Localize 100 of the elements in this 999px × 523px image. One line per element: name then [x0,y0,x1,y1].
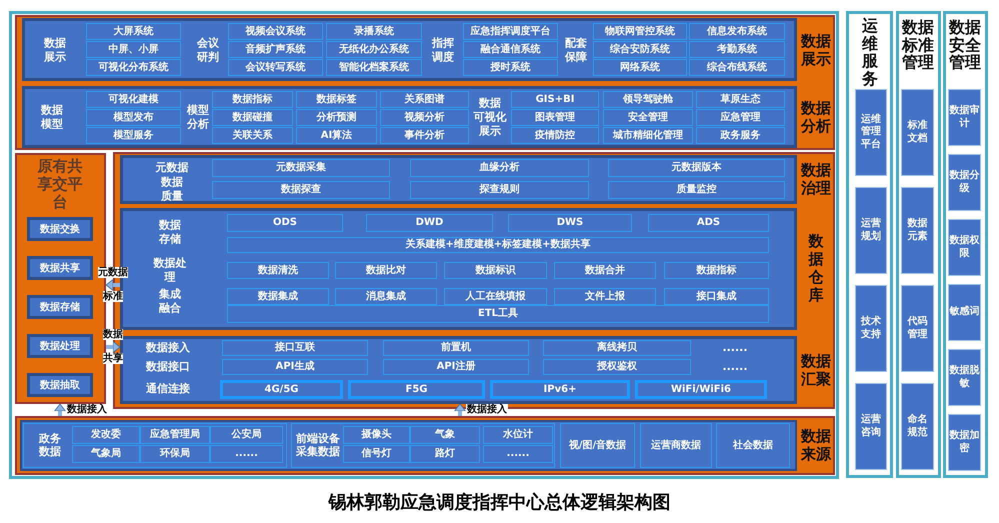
module-box: 城市精细化管理 [603,127,693,144]
group-label: 数据处理 [153,256,187,284]
group-label: 数据存储 [158,218,182,246]
ellipsis-label: ...... [721,341,749,355]
module-box: 数据标识 [444,262,547,279]
group-label: 数据接口 [144,360,191,374]
module-box: 数据指标 [664,262,769,279]
module-box: 路灯 [410,445,480,463]
layer-label: 数据展示 [800,32,832,68]
module-box: ADS [648,214,769,232]
layer-label: 数据分析 [800,99,832,135]
module-box: 政务服务 [696,127,785,144]
module-box: 应急指挥调度平台 [463,23,558,40]
module-box: 接口互联 [222,340,368,356]
module-box: 元数据版本 [608,159,785,177]
module-box: API生成 [222,359,368,375]
module-box: 环保局 [140,445,210,463]
module-box: 命名规范 [901,383,934,470]
module-box: 探查规则 [410,181,589,199]
module-box: 安全管理 [603,109,693,126]
group-label: 数据可视化展示 [472,96,508,138]
layer-label: 数据来源 [800,427,832,463]
module-box: 血缘分析 [410,159,589,177]
module-box: 质量监控 [608,181,785,199]
module-box: 接口集成 [664,288,769,305]
group-label: 通信连接 [145,382,191,396]
edge-label: 数据接入 [66,404,108,416]
group-label: 数据接入 [144,341,191,355]
module-box: 发改委 [72,426,140,444]
module-box: 数据共享 [27,256,93,280]
module-box: 数据审计 [948,89,981,146]
group-label: 集成融合 [158,287,182,315]
module-box: 大屏系统 [86,23,181,40]
layer-panel [22,18,797,81]
module-box: 数据抽取 [27,373,93,397]
module-box: 融合通信系统 [463,41,558,58]
module-box: 信号灯 [343,445,410,463]
module-box: 数据探查 [212,181,390,199]
layer-panel [120,155,797,204]
module-box: 数据处理 [27,334,93,358]
group-label: 配套保障 [564,36,588,64]
module-box: 关联关系 [212,127,293,144]
module-box: 消息集成 [335,288,437,305]
module-box: 事件分析 [380,127,469,144]
module-box: 授权鉴权 [543,359,691,375]
module-box: 疫情防控 [511,127,599,144]
module-box: 可视化分布系统 [86,59,181,76]
module-box: 元数据采集 [212,159,390,177]
group-label: 前端设备采集数据 [295,432,341,458]
module-box: 图表管理 [511,109,599,126]
module-box: WiFi/WiFi6 [635,380,767,399]
group-label: 元数据 [154,161,190,175]
module-box: 考勤系统 [689,41,785,58]
module-box: 标准文档 [901,89,934,176]
module-box: 数据碰撞 [212,109,293,126]
module-box: DWS [508,214,632,232]
layer-band [15,416,835,475]
module-box: 运营规划 [855,187,887,274]
module-box: ETL工具 [227,305,769,323]
module-box: 网络系统 [593,59,687,76]
layer-label: 数据治理 [800,161,832,197]
module-box: 模型发布 [86,109,181,126]
module-box: 综合安防系统 [593,41,687,58]
arrow [54,404,66,416]
layer-label: 数据仓库 [807,232,824,304]
module-box: 代码管理 [901,285,934,372]
module-box: 数据集成 [227,288,329,305]
group-label: 会议研判 [196,36,220,64]
module-box: 视频会议系统 [228,23,323,40]
module-box: 水位计 [483,426,553,444]
group-label: 数据模型 [40,103,64,131]
edge-label: 数据接入 [466,404,508,416]
module-box: DWD [366,214,493,232]
module-box: 数据标签 [296,91,377,108]
module-box: 授时系统 [463,59,558,76]
module-box: 关系建模+维度建模+标签建模+数据共享 [227,237,769,253]
module-box: 分析预测 [296,109,377,126]
module-box: 领导驾驶舱 [603,91,693,108]
panel-background [20,420,797,471]
module-box: 人工在线填报 [444,288,547,305]
column-title: 数据安全管理 [948,18,982,72]
module-box: 前置机 [383,340,529,356]
module-box: 信息发布系统 [689,23,785,40]
module-box: 数据合并 [554,262,656,279]
module-box: 运营咨询 [855,383,887,470]
group-panel [23,423,287,468]
arrow [454,404,466,416]
group-label: 政务数据 [38,432,62,458]
module-box: 视频分析 [380,109,469,126]
layer-label: 数据汇聚 [800,352,832,388]
diagram-title: 锡林郭勒应急调度指挥中心总体逻辑架构图 [327,491,672,515]
module-box: 摄像头 [343,426,410,444]
module-box: 音频扩声系统 [228,41,323,58]
module-box: 应急管理局 [140,426,210,444]
group-label: 指挥调度 [431,36,455,64]
ellipsis-label: ...... [721,360,749,374]
module-box: 录播系统 [326,23,422,40]
module-box: 运维管理平台 [855,89,887,176]
module-box: 数据交换 [27,217,93,241]
module-box: 数据比对 [335,262,437,279]
